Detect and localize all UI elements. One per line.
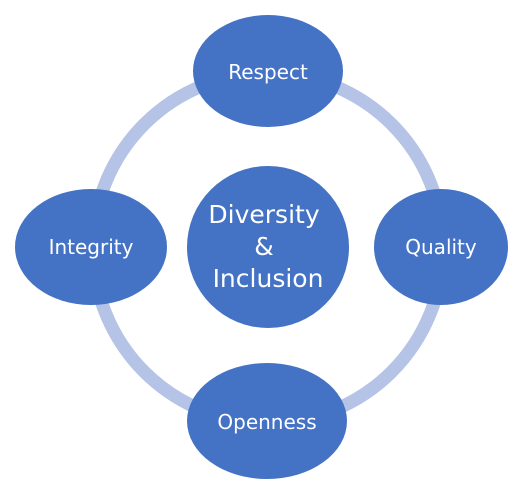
node-respect-shape: [193, 15, 343, 127]
node-integrity-shape: [15, 189, 167, 305]
node-respect-label: Respect: [228, 60, 308, 84]
node-quality: Quality: [374, 189, 508, 305]
node-openness: Openness: [187, 363, 347, 479]
node-quality-label: Quality: [405, 235, 477, 259]
node-integrity: Integrity: [15, 189, 167, 305]
center-node-line-3: Inclusion: [213, 264, 324, 293]
node-integrity-label: Integrity: [49, 235, 134, 259]
node-openness-shape: [187, 363, 347, 479]
center-node-line-1: Diversity: [208, 200, 319, 229]
svg-text:Diversity & Inclus: Diversity & Inclusion: [208, 200, 327, 293]
node-respect: Respect: [193, 15, 343, 127]
node-openness-label: Openness: [217, 410, 316, 434]
center-node: Diversity & Inclusion: [187, 166, 349, 328]
node-quality-shape: [374, 189, 508, 305]
center-node-line-2: &: [254, 232, 274, 261]
center-node-shape: [187, 166, 349, 328]
